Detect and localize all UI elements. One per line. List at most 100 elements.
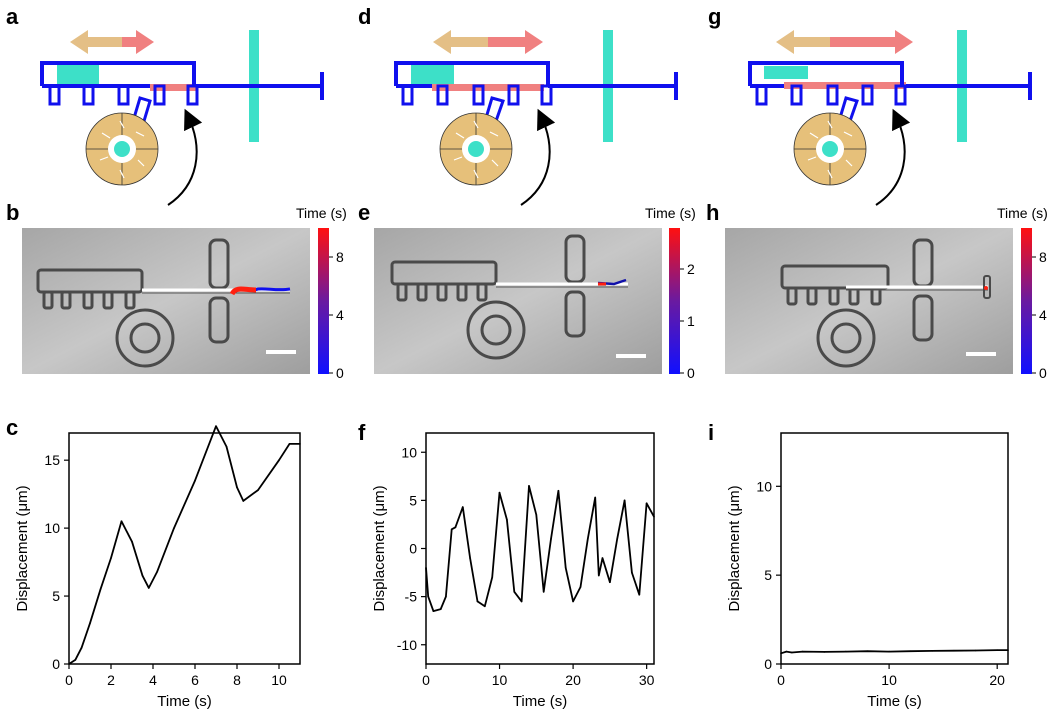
data-point (520, 600, 523, 603)
colorbar-tick: 1 (687, 313, 695, 329)
data-point (594, 496, 596, 499)
panel-label-b: b (6, 200, 19, 225)
data-point (631, 571, 633, 574)
data-point (785, 650, 788, 653)
plot-frame (68, 432, 301, 665)
colorbar-title: Time (s) (296, 205, 347, 221)
y-tick-label: 10 (756, 478, 772, 494)
x-tick-label: 8 (233, 672, 241, 688)
x-tick-label: 30 (639, 672, 655, 688)
panel-label-d: d (358, 4, 371, 29)
gear-rotor-icon (85, 112, 159, 186)
data-point (996, 649, 998, 651)
colorbar-title: Time (s) (645, 205, 696, 221)
micrograph-e (374, 228, 662, 374)
double-headed-arrow-icon (776, 30, 913, 54)
colorbar-tick: 4 (336, 307, 344, 323)
data-point (194, 479, 196, 482)
x-tick-label: 20 (565, 672, 581, 688)
panel-label-i: i (708, 420, 714, 445)
data-point (476, 600, 479, 603)
data-point (299, 443, 301, 445)
data-point (535, 514, 538, 516)
data-point (1007, 649, 1009, 651)
schematic-d (394, 30, 678, 206)
plot-frame (780, 432, 1009, 665)
data-point (445, 595, 447, 598)
y-tick-label: 10 (401, 444, 417, 460)
scale-bar (266, 350, 296, 354)
data-point (173, 527, 175, 529)
y-tick-label: -5 (405, 589, 418, 605)
shuttle-beam (784, 82, 906, 89)
y-tick-label: 0 (764, 656, 772, 672)
curved-arrow-icon (520, 108, 556, 206)
y-axis-label: Displacement (μm) (371, 485, 388, 611)
panel-label-e: e (358, 200, 370, 225)
x-tick-label: 20 (989, 672, 1005, 688)
y-tick-label: 10 (44, 520, 60, 536)
data-point (131, 540, 133, 543)
colorbar-e: Time (s) 0 1 2 (645, 205, 696, 381)
panel-label-c: c (6, 415, 18, 440)
colorbar-title: Time (s) (997, 205, 1048, 221)
series-line (425, 485, 655, 612)
data-point (498, 491, 501, 494)
x-tick-label: 0 (65, 672, 73, 688)
data-point (564, 566, 567, 569)
electrode-pad (764, 66, 808, 79)
data-point (491, 576, 493, 579)
data-point (288, 443, 291, 445)
x-tick-label: 0 (422, 672, 430, 688)
data-point (845, 650, 847, 653)
data-point (454, 526, 457, 529)
gear-rotor-icon (439, 112, 513, 186)
data-point (513, 591, 516, 593)
x-tick-label: 4 (149, 672, 157, 688)
y-axis-label: Displacement (μm) (14, 485, 31, 611)
colorbar-tick: 0 (687, 365, 695, 381)
data-point (257, 489, 259, 491)
shuttle-beam (432, 84, 544, 91)
data-point (225, 445, 228, 448)
data-point (587, 538, 589, 540)
data-point (888, 650, 890, 653)
colorbar-b: Time (s) 0 4 8 (296, 205, 347, 381)
data-point (909, 650, 912, 653)
gear-rotor-icon (793, 112, 867, 186)
data-point (427, 595, 430, 598)
data-point (572, 600, 574, 603)
data-point (974, 649, 977, 652)
colorbar-tick: 2 (687, 261, 695, 277)
data-point (598, 574, 600, 577)
shuttle-beam (150, 84, 196, 91)
y-tick-label: 5 (409, 492, 417, 508)
data-point (432, 610, 435, 612)
x-axis-label: Time (s) (157, 693, 211, 710)
curved-arrow-icon (167, 108, 203, 206)
panel-label-h: h (706, 200, 719, 225)
data-point (120, 520, 123, 523)
curved-arrow-icon (875, 108, 911, 206)
x-tick-label: 0 (777, 672, 785, 688)
data-point (156, 570, 158, 573)
data-point (89, 622, 91, 625)
y-tick-label: 5 (764, 567, 772, 583)
x-tick-label: 10 (881, 672, 897, 688)
x-tick-label: 10 (492, 672, 508, 688)
x-tick-label: 10 (271, 672, 287, 688)
colorbar-tick: 4 (1039, 307, 1047, 323)
x-axis-label: Time (s) (513, 693, 567, 710)
y-tick-label: 0 (409, 541, 417, 557)
data-point (645, 502, 648, 505)
y-tick-label: -10 (397, 637, 417, 653)
data-point (148, 587, 150, 589)
y-axis-label: Displacement (μm) (726, 485, 743, 611)
y-tick-label: 5 (52, 588, 60, 604)
data-point (484, 605, 486, 608)
panel-label-g: g (708, 4, 721, 29)
data-point (601, 557, 604, 559)
micrograph-b (22, 228, 310, 374)
